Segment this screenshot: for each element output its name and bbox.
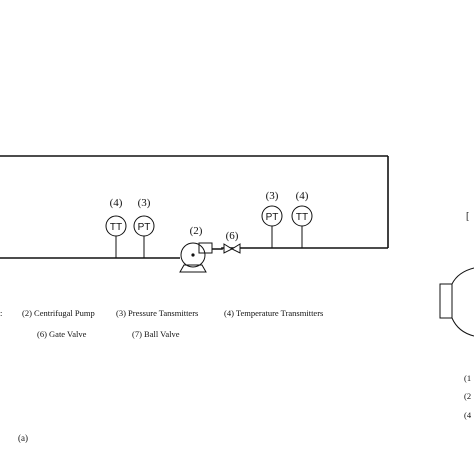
pt-upstream-number: (3) — [138, 197, 151, 209]
pipe-loop — [0, 155, 389, 259]
pt-downstream-number: (3) — [266, 190, 279, 202]
pt-downstream-tag: PT — [266, 212, 279, 223]
centrifugal-pump: (2) — [179, 225, 213, 273]
valve-number: (6) — [226, 230, 239, 242]
tt-upstream-number: (4) — [110, 197, 123, 209]
legend-ball-valve: (7) Ball Valve — [132, 329, 180, 339]
tt-upstream: (4) TT — [105, 197, 127, 258]
valve-body-left — [223, 243, 234, 254]
tt-upstream-tag: TT — [110, 222, 122, 233]
right-panel-marker-3: (4 — [464, 410, 472, 420]
legend: : (2) Centrifugal Pump (3) Pressure Tans… — [0, 308, 323, 339]
pt-upstream: (3) PT — [133, 197, 155, 258]
right-panel-top-glyph: [ — [466, 211, 469, 222]
tt-downstream-number: (4) — [296, 190, 309, 202]
discharge-pipe — [212, 247, 388, 250]
pump-casing — [180, 242, 206, 268]
pump-shaft — [191, 253, 195, 257]
tt-downstream: (4) TT — [291, 190, 313, 248]
right-panel-marker-2: (2 — [464, 391, 471, 401]
right-panel-marker-1: (1 — [464, 373, 471, 383]
legend-pressure-transmitters: (3) Pressure Tansmitters — [116, 308, 198, 318]
gate-valve: (6) — [223, 230, 241, 254]
valve-body-right — [230, 243, 241, 254]
pt-downstream: (3) PT — [261, 190, 283, 248]
legend-centrifugal-pump: (2) Centrifugal Pump — [22, 308, 95, 318]
right-panel: [ (1 (2 (4 — [439, 211, 474, 420]
pt-upstream-tag: PT — [138, 222, 151, 233]
legend-cut-item: : — [0, 308, 2, 318]
legend-temperature-transmitters: (4) Temperature Transmitters — [224, 308, 323, 318]
pump-number: (2) — [190, 225, 203, 237]
figure-caption: (a) — [18, 433, 28, 443]
pump-base — [179, 264, 207, 273]
legend-gate-valve: (6) Gate Valve — [37, 329, 87, 339]
tt-downstream-tag: TT — [296, 212, 308, 223]
pump-discharge-nozzle — [198, 242, 213, 254]
right-panel-flange — [439, 267, 474, 337]
